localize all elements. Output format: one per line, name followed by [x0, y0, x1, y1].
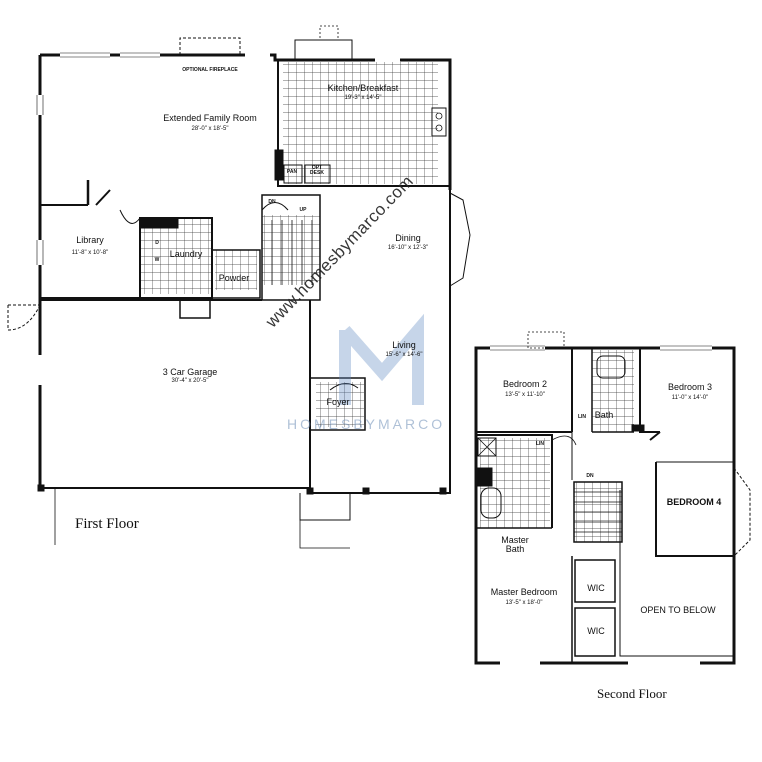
- garage-name: 3 Car Garage: [162, 367, 218, 377]
- bedroom-2-name: Bedroom 2: [502, 379, 548, 389]
- first-floor-plan: [7, 25, 471, 549]
- washer-label: W: [154, 257, 160, 263]
- master-bedroom-name: Master Bedroom: [490, 587, 558, 597]
- watermark-brand: HOMESBYMARCO: [287, 416, 446, 432]
- bedroom-3-name: Bedroom 3: [667, 382, 713, 392]
- first-floor-title: First Floor: [75, 516, 139, 532]
- open-to-below-label: OPEN TO BELOW: [640, 605, 716, 615]
- second-floor-title: Second Floor: [597, 686, 667, 701]
- family-room-name: Extended Family Room: [163, 113, 257, 123]
- stair-up-label: UP: [299, 207, 307, 213]
- bedroom-2-dims: 13'-5" x 11'-10": [505, 392, 545, 398]
- kitchen-name: Kitchen/Breakfast: [327, 83, 399, 93]
- kitchen-dims: 19'-3" x 14'-5": [344, 95, 382, 101]
- living-name: Living: [392, 340, 416, 350]
- master-bedroom-dims: 13'-5" x 18'-0": [505, 600, 543, 606]
- dryer-label: D: [155, 240, 159, 246]
- watermark-logo: [339, 313, 424, 405]
- linen-label-1: LIN: [577, 414, 587, 420]
- garage-dims: 30'-4" x 20'-5": [171, 378, 209, 384]
- library-name: Library: [76, 235, 104, 245]
- desk-label: OPT DESK: [310, 165, 324, 177]
- bath-name: Bath: [594, 410, 614, 420]
- foyer-name: Foyer: [326, 397, 350, 407]
- library-dims: 11'-8" x 10'-8": [71, 250, 109, 256]
- stair-down-label-2: DN: [586, 473, 594, 479]
- bedroom-3-dims: 11'-0" x 14'-0": [671, 395, 709, 401]
- family-room-dims: 28'-0" x 18'-5": [191, 126, 229, 132]
- bedroom-4-name: BEDROOM 4: [666, 497, 722, 507]
- wic-2-name: WIC: [587, 626, 605, 636]
- linen-label-2: LIN: [535, 441, 545, 447]
- stair-down-label: DN: [268, 199, 276, 205]
- wic-1-name: WIC: [587, 583, 605, 593]
- master-bath-name: Master Bath: [501, 535, 529, 555]
- dining-name: Dining: [395, 233, 421, 243]
- pantry-label: PAN: [286, 169, 298, 175]
- laundry-name: Laundry: [169, 249, 203, 259]
- optional-fireplace-label: OPTIONAL FIREPLACE: [182, 67, 238, 73]
- dining-dims: 16'-10" x 12'-3": [387, 245, 429, 251]
- living-dims: 15'-6" x 14'-6": [385, 352, 423, 358]
- powder-name: Powder: [218, 273, 250, 283]
- second-floor-plan: [474, 331, 751, 665]
